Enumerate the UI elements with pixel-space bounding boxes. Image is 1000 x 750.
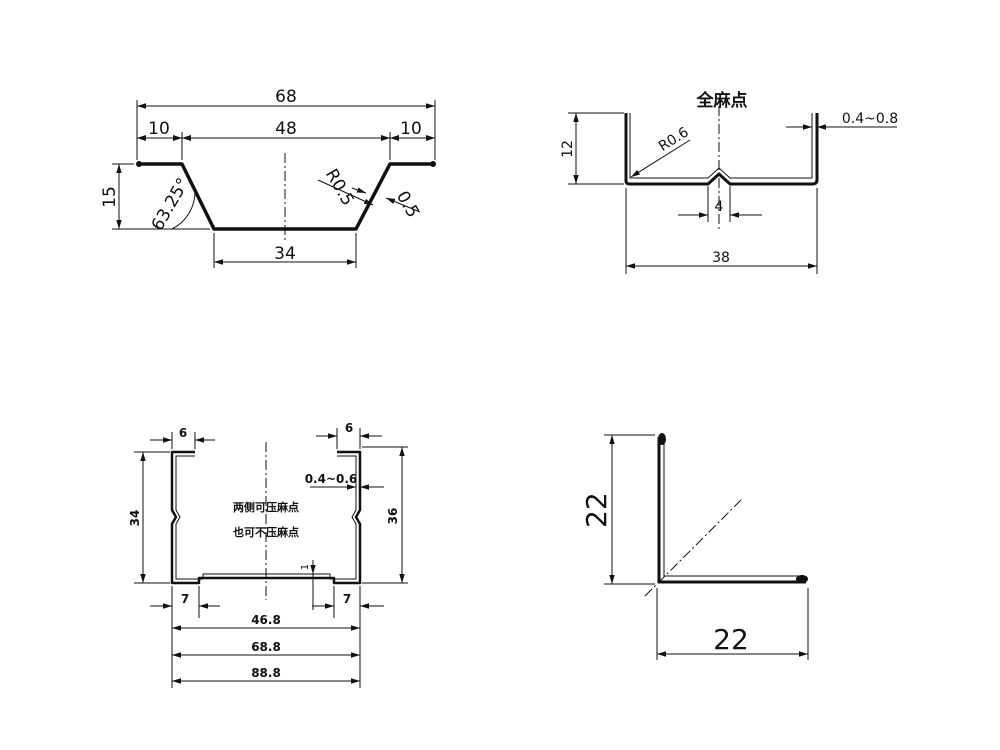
u-dim-thickness: 0.4~0.8 — [842, 111, 898, 127]
c-note-line1: 两侧可压麻点 — [233, 500, 299, 514]
c-dim-left-foot: 7 — [181, 592, 189, 606]
hat-dim-right-flange: 10 — [400, 119, 422, 139]
hat-dim-bottom: 34 — [274, 244, 296, 264]
c-dim-thickness: 0.4~0.6 — [305, 472, 358, 486]
hat-dim-angle: 63.25° — [148, 175, 194, 235]
u-dim-height: 12 — [560, 140, 576, 158]
drawing-u-channel: 全麻点 12 R0.6 0.4~0.8 4 38 — [560, 90, 898, 274]
c-dim-middle: 68.8 — [251, 640, 281, 654]
c-dim-right-foot: 7 — [343, 592, 351, 606]
u-dim-width: 38 — [712, 250, 730, 266]
c-dim-step: 1 — [300, 564, 311, 570]
c-dim-left-lip: 6 — [179, 426, 187, 440]
hat-dim-radius: R0.5 — [321, 166, 358, 210]
drawing-c-stud: 6 6 0.4~0.6 两侧可压麻点 也可不压麻点 34 36 1 7 7 46… — [128, 421, 408, 688]
hat-dim-left-flange: 10 — [148, 119, 170, 139]
c-dim-inner: 46.8 — [251, 613, 281, 627]
c-dim-right-lip: 6 — [345, 421, 353, 435]
hat-dim-top-width: 48 — [275, 119, 297, 139]
hat-angle-arc — [171, 189, 196, 230]
drawing-l-angle: 22 22 — [580, 433, 809, 660]
u-note-dimples: 全麻点 — [696, 90, 748, 111]
l-angle-center-line — [644, 497, 744, 597]
u-dim-radius-leader — [630, 139, 691, 178]
c-dim-right-height: 36 — [386, 508, 400, 525]
drawing-hat-profile: 68 10 48 10 34 15 63.25° R0.5 0.5 — [100, 87, 436, 268]
hat-dim-thickness: 0.5 — [392, 188, 423, 221]
u-dim-dimple: 4 — [715, 199, 724, 215]
u-channel-outline — [624, 113, 819, 186]
l-dim-width: 22 — [713, 623, 749, 656]
c-dim-outer: 88.8 — [251, 666, 281, 680]
l-dim-height: 22 — [580, 492, 613, 528]
hat-dim-total: 68 — [275, 87, 297, 107]
c-dim-left-height: 34 — [128, 510, 142, 527]
hat-dim-height: 15 — [100, 186, 120, 208]
c-note-line2: 也可不压麻点 — [233, 525, 299, 539]
